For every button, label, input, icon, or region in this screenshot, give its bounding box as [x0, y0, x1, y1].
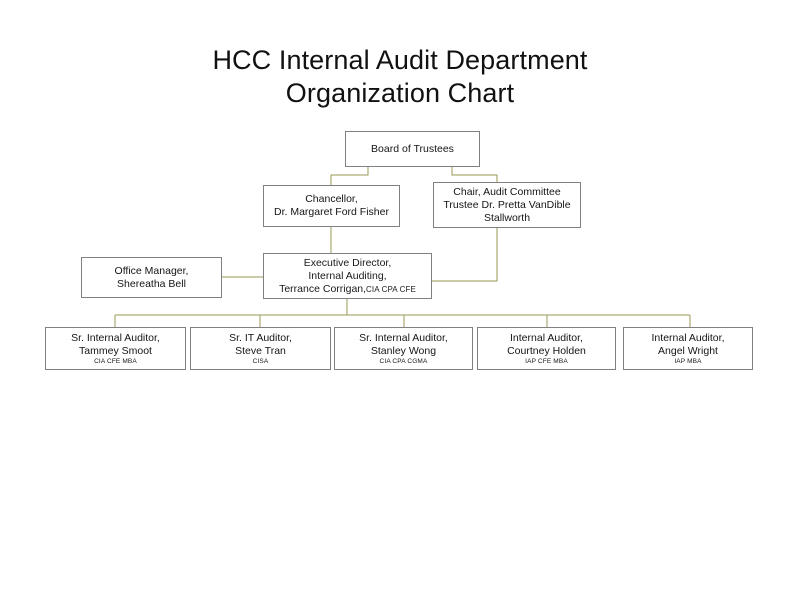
node-title: Chancellor, Dr. Margaret Ford Fisher — [274, 193, 389, 218]
node-credentials: IAP CFE MBA — [525, 357, 568, 365]
node-credentials: IAP MBA — [674, 357, 702, 365]
edge-audit-chair-to-exec-dir — [432, 228, 498, 282]
node-board-of-trustees[interactable]: Board of Trustees — [345, 131, 480, 167]
node-chancellor[interactable]: Chancellor, Dr. Margaret Ford Fisher — [263, 185, 400, 227]
node-audit-committee-chair[interactable]: Chair, Audit Committee Trustee Dr. Prett… — [433, 182, 581, 228]
node-title: Board of Trustees — [371, 142, 454, 155]
node-auditor-angel-wright[interactable]: Internal Auditor, Angel Wright IAP MBA — [623, 327, 753, 370]
edge-board-to-audit-chair — [451, 167, 498, 182]
node-auditor-steve-tran[interactable]: Sr. IT Auditor, Steve Tran CISA — [190, 327, 331, 370]
edge-board-to-chancellor — [330, 167, 369, 185]
node-title: Sr. Internal Auditor, Tammey Smoot — [71, 331, 160, 357]
node-title: Internal Auditor, Courtney Holden — [507, 331, 586, 357]
node-line-1: Executive Director, — [303, 257, 392, 269]
node-auditor-tammey-smoot[interactable]: Sr. Internal Auditor, Tammey Smoot CIA C… — [45, 327, 186, 370]
page-title: HCC Internal Audit Department Organizati… — [212, 45, 588, 108]
node-auditor-stanley-wong[interactable]: Sr. Internal Auditor, Stanley Wong CIA C… — [334, 327, 473, 370]
node-credentials: CISA — [252, 357, 269, 365]
node-line-2: Internal Auditing, — [308, 270, 387, 282]
node-credentials: CIA CPA CFE — [366, 285, 416, 294]
node-line-3: Terrance Corrigan,CIA CPA CFE — [268, 283, 427, 296]
node-executive-director[interactable]: Executive Director, Internal Auditing, T… — [263, 253, 432, 299]
node-title: Sr. Internal Auditor, Stanley Wong — [359, 331, 448, 357]
node-title: Office Manager, Shereatha Bell — [114, 264, 189, 290]
node-person-name: Terrance Corrigan, — [279, 283, 367, 295]
node-title: Internal Auditor, Angel Wright — [651, 331, 725, 357]
node-office-manager[interactable]: Office Manager, Shereatha Bell — [81, 257, 222, 298]
node-title: Sr. IT Auditor, Steve Tran — [229, 331, 292, 357]
node-title: Chair, Audit Committee Trustee Dr. Prett… — [443, 185, 571, 224]
node-credentials: CIA CFE MBA — [94, 357, 137, 365]
node-auditor-courtney-holden[interactable]: Internal Auditor, Courtney Holden IAP CF… — [477, 327, 616, 370]
node-credentials: CIA CPA CGMA — [379, 357, 428, 365]
